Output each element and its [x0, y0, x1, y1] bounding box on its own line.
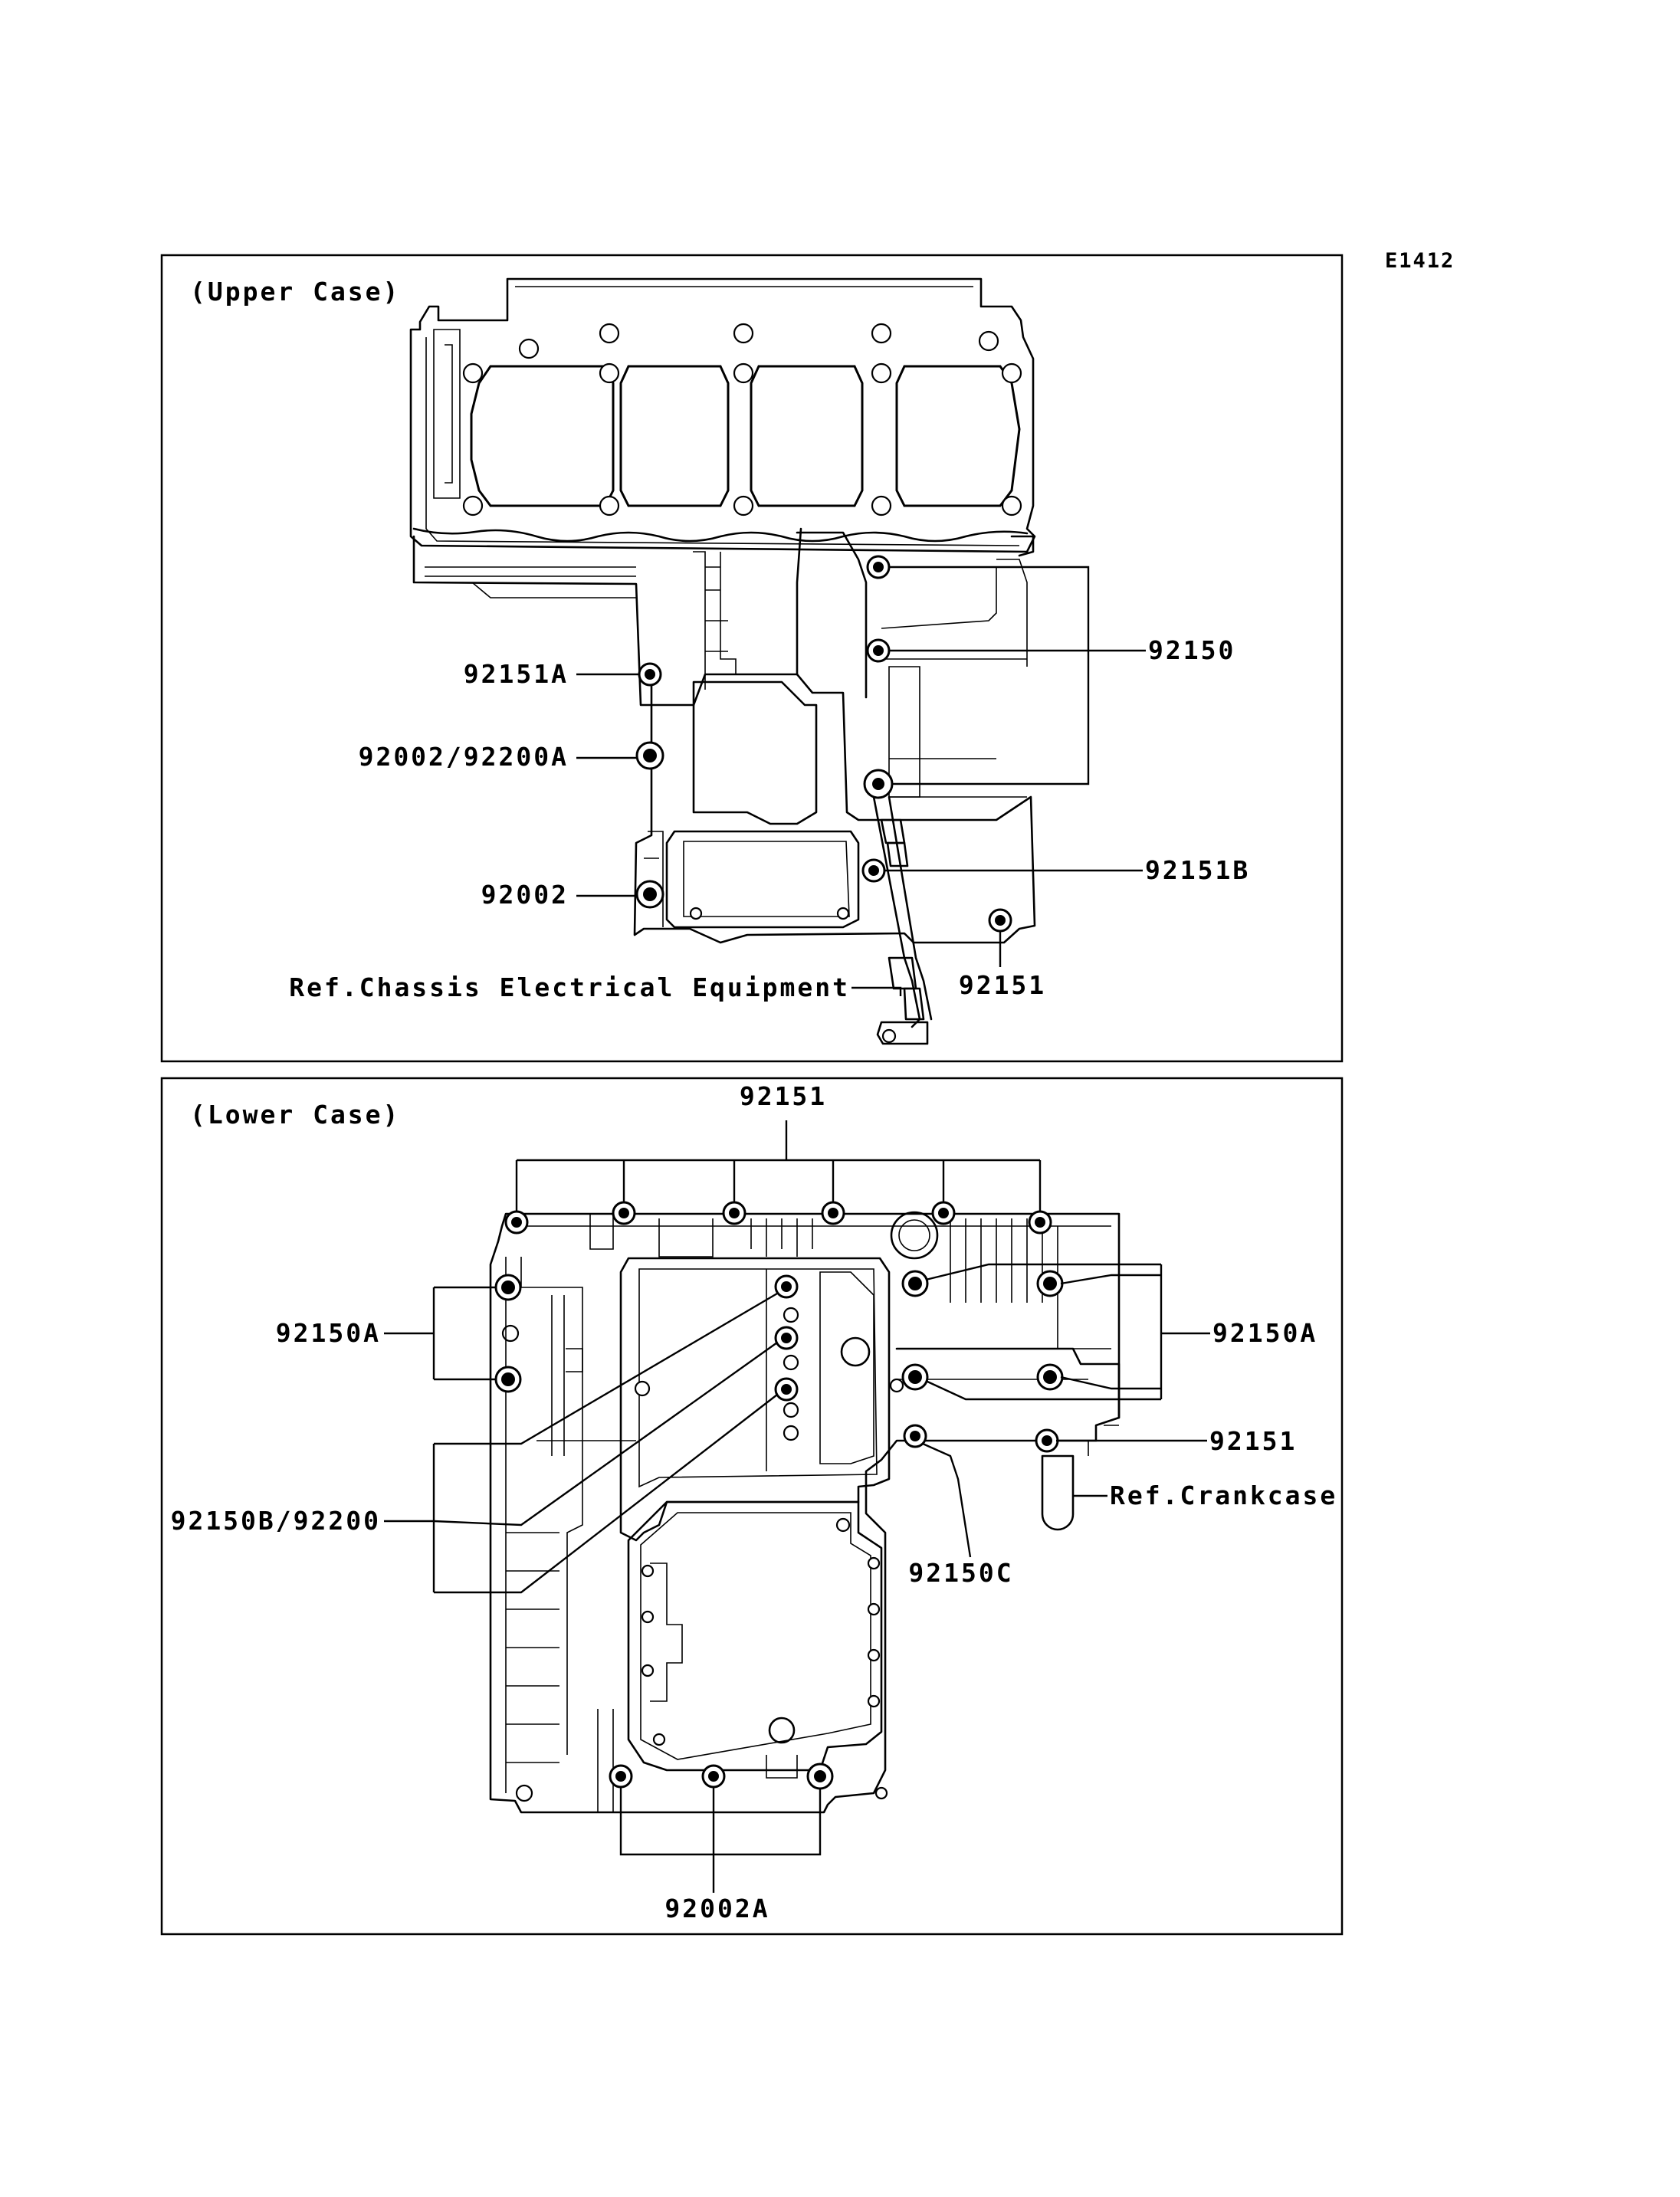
label-92150A-right: 92150A — [1212, 1318, 1317, 1348]
diagram-code: E1412 — [1385, 249, 1455, 273]
lower-crankcase-drawing — [489, 1211, 1121, 1814]
label-92150B-92200: 92150B/92200 — [171, 1506, 381, 1536]
head-bolt-holes — [462, 323, 1022, 516]
upper-panel-frame — [160, 254, 1344, 1063]
upper-leader-lines — [576, 566, 1146, 996]
label-92151-upper: 92151 — [959, 970, 1046, 1000]
lower-panel-title: (Lower Case) — [190, 1100, 400, 1130]
upper-case-panel: (Upper Case) — [160, 254, 1344, 1063]
label-92151B: 92151B — [1145, 855, 1250, 885]
label-92002-92200A: 92002/92200A — [359, 742, 569, 772]
label-92151-top: 92151 — [740, 1081, 827, 1111]
label-92002A: 92002A — [664, 1894, 769, 1923]
label-92151A: 92151A — [464, 659, 569, 689]
upper-panel-title: (Upper Case) — [190, 277, 400, 307]
label-92150A-left: 92150A — [276, 1318, 381, 1348]
label-ref-crankcase: Ref.Crankcase — [1110, 1481, 1337, 1510]
wire-harness — [872, 795, 933, 1045]
lower-panel-frame — [160, 1077, 1344, 1936]
label-ref-chassis-electrical: Ref.Chassis Electrical Equipment — [289, 972, 850, 1002]
upper-crankcase-drawing — [409, 277, 1036, 1045]
lower-case-panel: (Lower Case) — [160, 1077, 1344, 1936]
label-92151-right: 92151 — [1209, 1426, 1297, 1456]
lower-leader-lines — [384, 1120, 1210, 1893]
label-92150C: 92150C — [908, 1558, 1013, 1588]
lower-bolt-markers — [494, 1201, 1064, 1790]
label-92002: 92002 — [481, 880, 569, 910]
label-92150: 92150 — [1148, 635, 1235, 665]
